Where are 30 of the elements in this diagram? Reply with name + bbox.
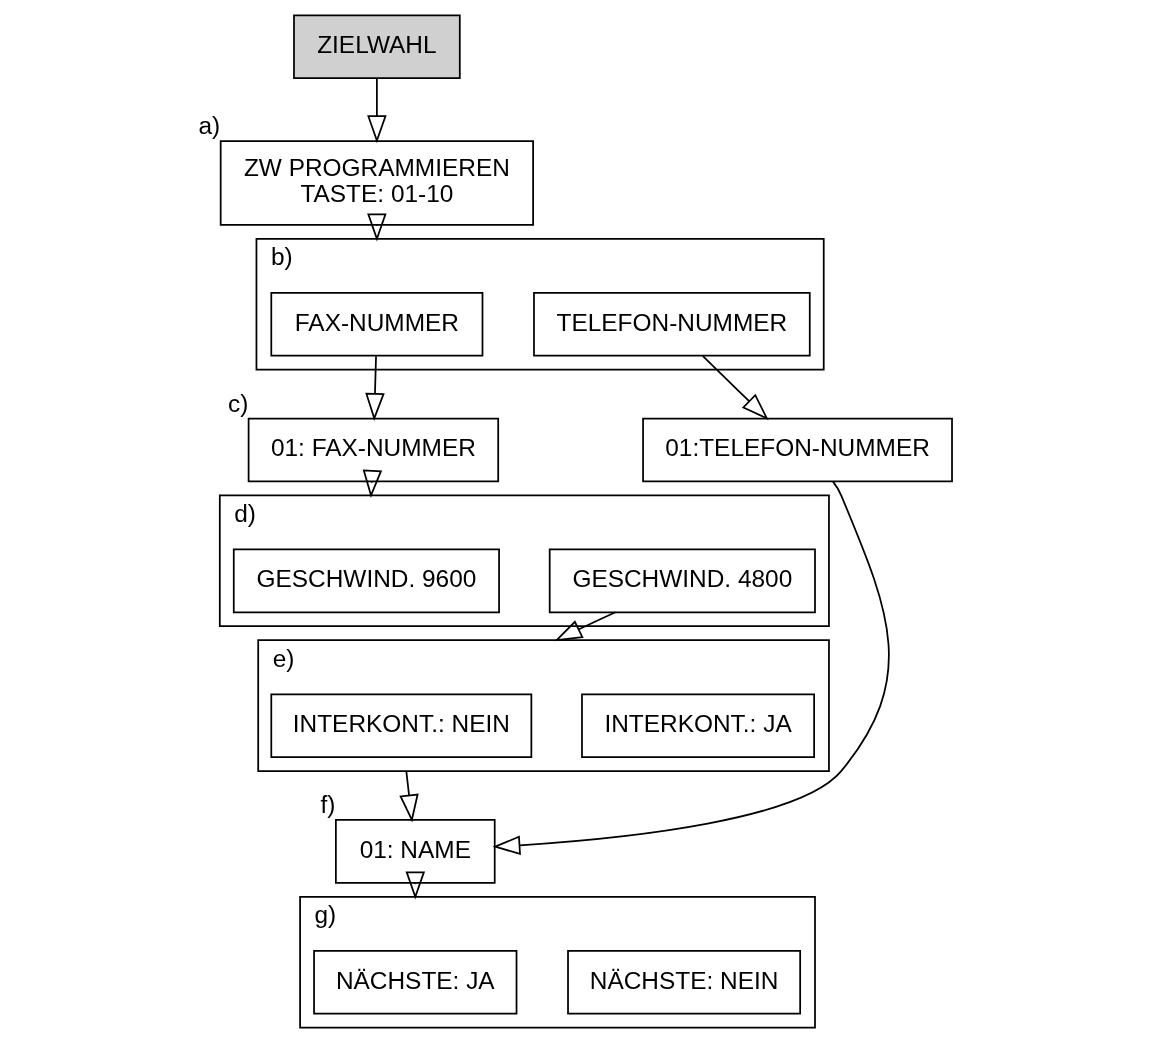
node-box: TELEFON-NUMMER [532, 292, 811, 357]
arrow [405, 871, 425, 900]
cluster [256, 639, 830, 772]
node-box: GESCHWIND. 4800 [548, 548, 816, 614]
node-label: e) [272, 644, 294, 672]
arrow [398, 770, 419, 823]
node-box: INTERKONT.: NEIN [269, 693, 532, 759]
node-box: GESCHWIND. 9600 [232, 548, 500, 614]
node-box: ZIELWAHL [292, 14, 461, 80]
node-label: a) [197, 112, 220, 140]
arrow [553, 611, 616, 642]
node-box: FAX-NUMMER [269, 292, 483, 357]
arrow [362, 469, 382, 498]
cluster [298, 895, 816, 1029]
cluster [255, 237, 825, 371]
arrow [364, 355, 385, 421]
node-label: g) [314, 901, 336, 929]
arrow [366, 77, 387, 144]
cluster [218, 494, 830, 628]
node-label: b) [270, 243, 293, 271]
node-box: NÄCHSTE: JA [312, 950, 517, 1015]
arrow [701, 355, 769, 421]
node-box: INTERKONT.: JA [580, 693, 815, 759]
arrow [491, 480, 890, 855]
node-label: d) [233, 499, 256, 527]
node-label: f) [320, 791, 335, 819]
arrow [366, 213, 387, 242]
node-label: c) [227, 389, 248, 417]
node-box: NÄCHSTE: NEIN [566, 950, 801, 1015]
node-box: 01:TELEFON-NUMMER [641, 417, 953, 483]
